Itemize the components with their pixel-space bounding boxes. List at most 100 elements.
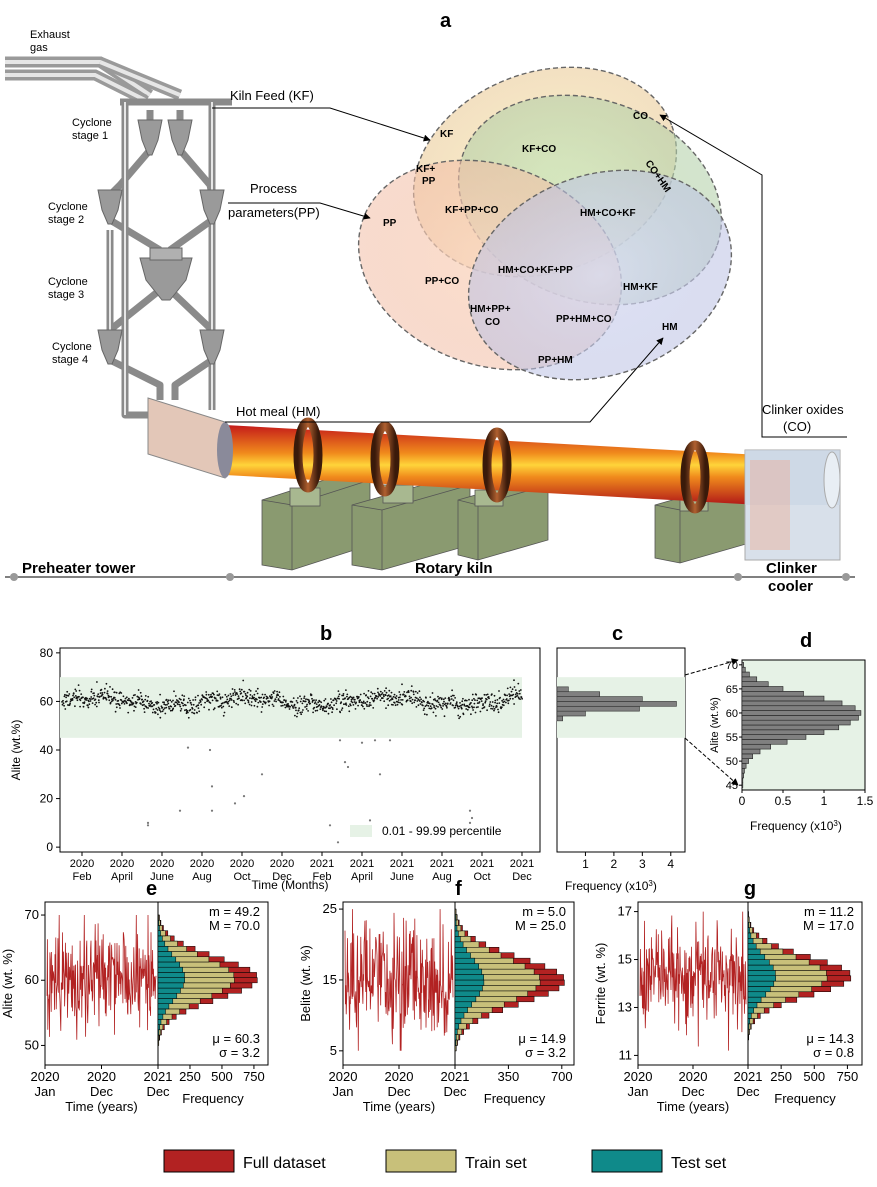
outlier-point (210, 785, 214, 788)
panel-d-letter: d (800, 630, 812, 652)
scatter-point (88, 703, 91, 706)
scatter-point (520, 696, 523, 699)
scatter-point (445, 705, 448, 708)
scatter-point (434, 698, 436, 700)
xtick-month: June (390, 871, 414, 883)
hist-test-bar (454, 985, 483, 992)
scatter-point (362, 700, 365, 703)
xtick-label: 2 (611, 857, 618, 871)
xtick-year: 2020 (230, 858, 254, 870)
process-params-arrow (228, 202, 371, 220)
scatter-point (446, 702, 449, 705)
ytick-label: 50 (726, 756, 738, 768)
scatter-point (395, 697, 398, 700)
scatter-point (226, 698, 229, 701)
scatter-point (519, 689, 522, 691)
panel-g: gm = 11.2M = 17.0μ = 14.3σ = 0.811131517… (593, 878, 863, 1114)
scatter-point (373, 692, 376, 695)
outlier-point (346, 765, 350, 769)
scatter-point (341, 707, 344, 710)
scatter-point (412, 691, 415, 693)
scatter-point (350, 698, 353, 701)
scatter-point (295, 700, 298, 702)
kiln-supports (261, 474, 761, 571)
timeseries-line (639, 911, 747, 1051)
scatter-point (385, 691, 388, 694)
venn-label-hm-co-kf: HM+CO+KF (580, 208, 636, 219)
hist-test-bar (454, 990, 480, 997)
scatter-point (471, 693, 474, 696)
scatter-point (214, 697, 217, 700)
scatter-point (198, 710, 201, 713)
scatter-point (322, 709, 324, 712)
scatter-point (513, 703, 515, 705)
scatter-point (61, 703, 64, 706)
scatter-point (342, 693, 345, 695)
scatter-point (72, 694, 74, 697)
scatter-point (272, 705, 275, 707)
scatter-point (231, 688, 234, 690)
scatter-point (94, 703, 96, 706)
scatter-point (397, 699, 400, 701)
scatter-point (225, 700, 228, 703)
scatter-point (289, 705, 291, 708)
scatter-point (181, 694, 184, 697)
scatter-point (365, 694, 367, 696)
scatter-point (147, 695, 150, 698)
scatter-point (448, 696, 450, 699)
scatter-point (113, 696, 116, 699)
hist-test-bar (454, 941, 464, 948)
scatter-point (124, 697, 127, 700)
scatter-point (86, 704, 89, 707)
hist-bar (741, 739, 788, 745)
scatter-point (258, 697, 261, 699)
scatter-point (101, 692, 104, 694)
scatter-point (163, 707, 166, 709)
scatter-point (382, 694, 385, 696)
scatter-point (457, 707, 460, 710)
panel-b-band (60, 677, 522, 738)
scatter-point (186, 701, 189, 704)
scatter-point (245, 694, 247, 697)
scatter-point (329, 704, 332, 706)
scatter-point (366, 700, 369, 703)
scatter-point (87, 706, 90, 709)
scatter-point (164, 704, 167, 706)
scatter-point (488, 703, 491, 706)
scatter-point (389, 695, 392, 698)
scatter-point (499, 696, 501, 699)
scatter-point (238, 697, 240, 700)
scatter-point (151, 711, 154, 714)
xtick-label: 0.5 (775, 794, 792, 808)
venn-label-hm-pp-co-1: HM+PP+ (470, 304, 511, 315)
clinker-oxides-label-2: (CO) (783, 419, 811, 434)
scatter-point (260, 711, 263, 713)
scatter-point (141, 704, 144, 707)
ytick-label: 40 (40, 743, 54, 757)
stat-min: m = 5.0 (522, 904, 566, 919)
outlier-point (210, 809, 214, 812)
scatter-point (443, 700, 445, 703)
scatter-point (196, 711, 199, 714)
scatter-point (430, 707, 433, 709)
scatter-point (379, 699, 382, 702)
scatter-point (303, 695, 306, 698)
outlier-point (146, 821, 150, 825)
cyclone-3-line-2: stage 3 (48, 289, 84, 301)
scatter-point (232, 694, 235, 696)
scatter-point (440, 706, 443, 709)
scatter-point (67, 694, 70, 697)
scatter-point (304, 700, 307, 703)
scatter-point (300, 698, 303, 700)
scatter-point (159, 693, 162, 696)
scatter-point (177, 703, 179, 706)
hist-test-bar (747, 964, 774, 971)
panel-b-ylabel: Alite (wt.%) (9, 720, 23, 781)
hist-train-bar (454, 1045, 457, 1052)
scatter-point (278, 699, 281, 702)
scatter-point (452, 699, 455, 702)
scatter-point (465, 708, 468, 710)
scatter-point (343, 703, 345, 706)
xtick-year: 2021 (510, 858, 534, 870)
